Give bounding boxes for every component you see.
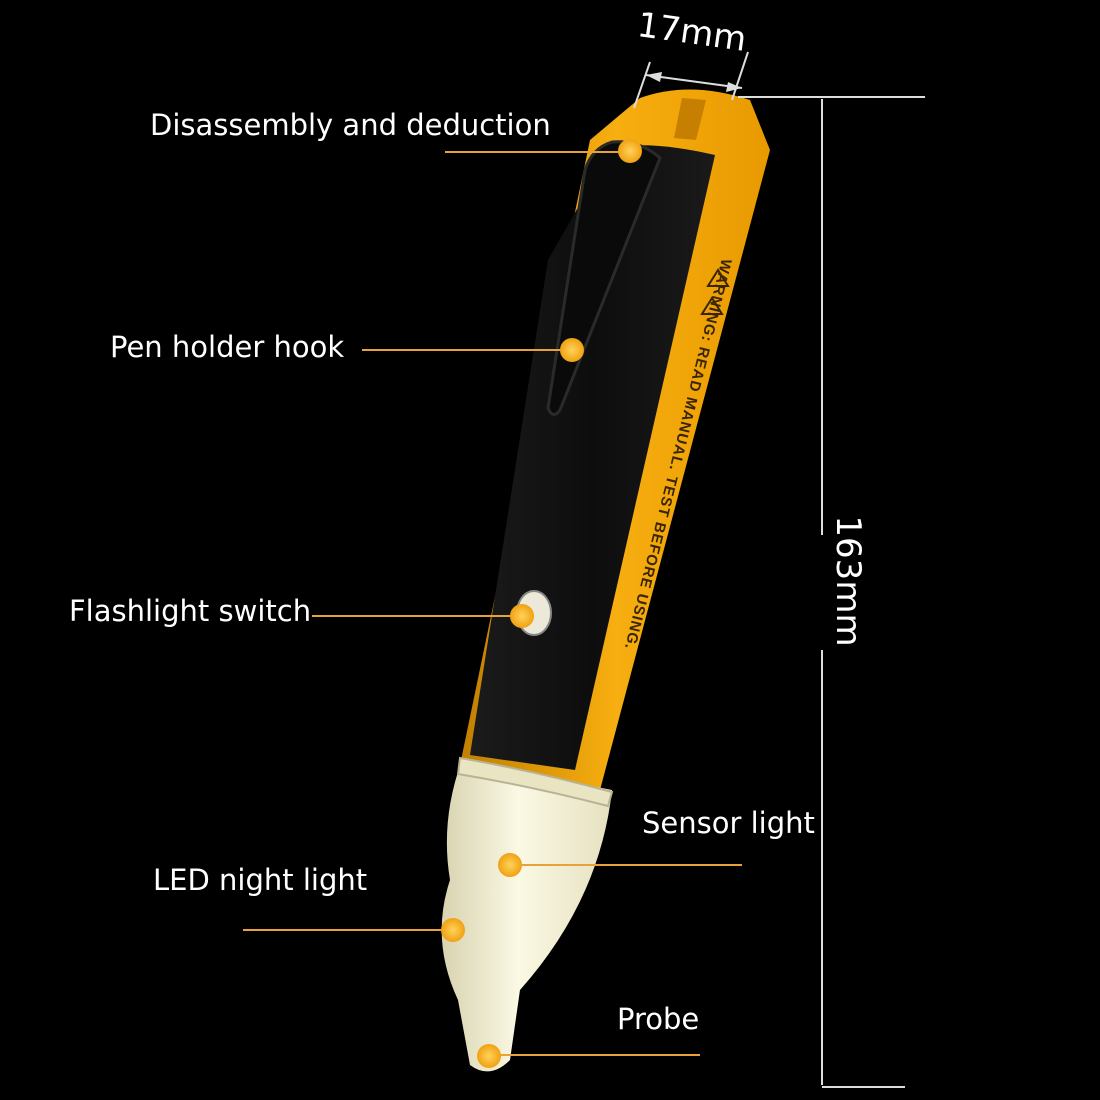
dim-width-arrow-left — [646, 72, 662, 82]
label-led-night-light: LED night light — [153, 863, 368, 897]
dim-width-ext-right — [731, 51, 749, 101]
marker-dot-hook — [560, 338, 584, 362]
label-sensor-light: Sensor light — [642, 806, 815, 840]
dim-width-line — [645, 74, 743, 89]
label-pen-holder-hook: Pen holder hook — [110, 330, 345, 364]
dim-length-label: 163mm — [828, 515, 868, 647]
dim-width-arrow-right — [726, 82, 742, 92]
marker-dot-probe — [477, 1044, 501, 1068]
pen-tip-ring — [456, 756, 614, 808]
marker-dot-led — [441, 918, 465, 942]
marker-dot-disassembly — [618, 139, 642, 163]
dim-width-ext-left — [633, 61, 651, 109]
marker-dot-switch — [510, 604, 534, 628]
label-probe: Probe — [617, 1002, 700, 1036]
pen-tip-cream — [441, 760, 612, 1072]
warning-triangle-icon — [700, 296, 724, 315]
label-flashlight-switch: Flashlight switch — [69, 594, 312, 628]
marker-dot-sensor — [498, 853, 522, 877]
warning-triangle-icon — [706, 268, 730, 287]
label-disassembly: Disassembly and deduction — [150, 108, 551, 142]
pen-top-slot — [674, 98, 706, 140]
